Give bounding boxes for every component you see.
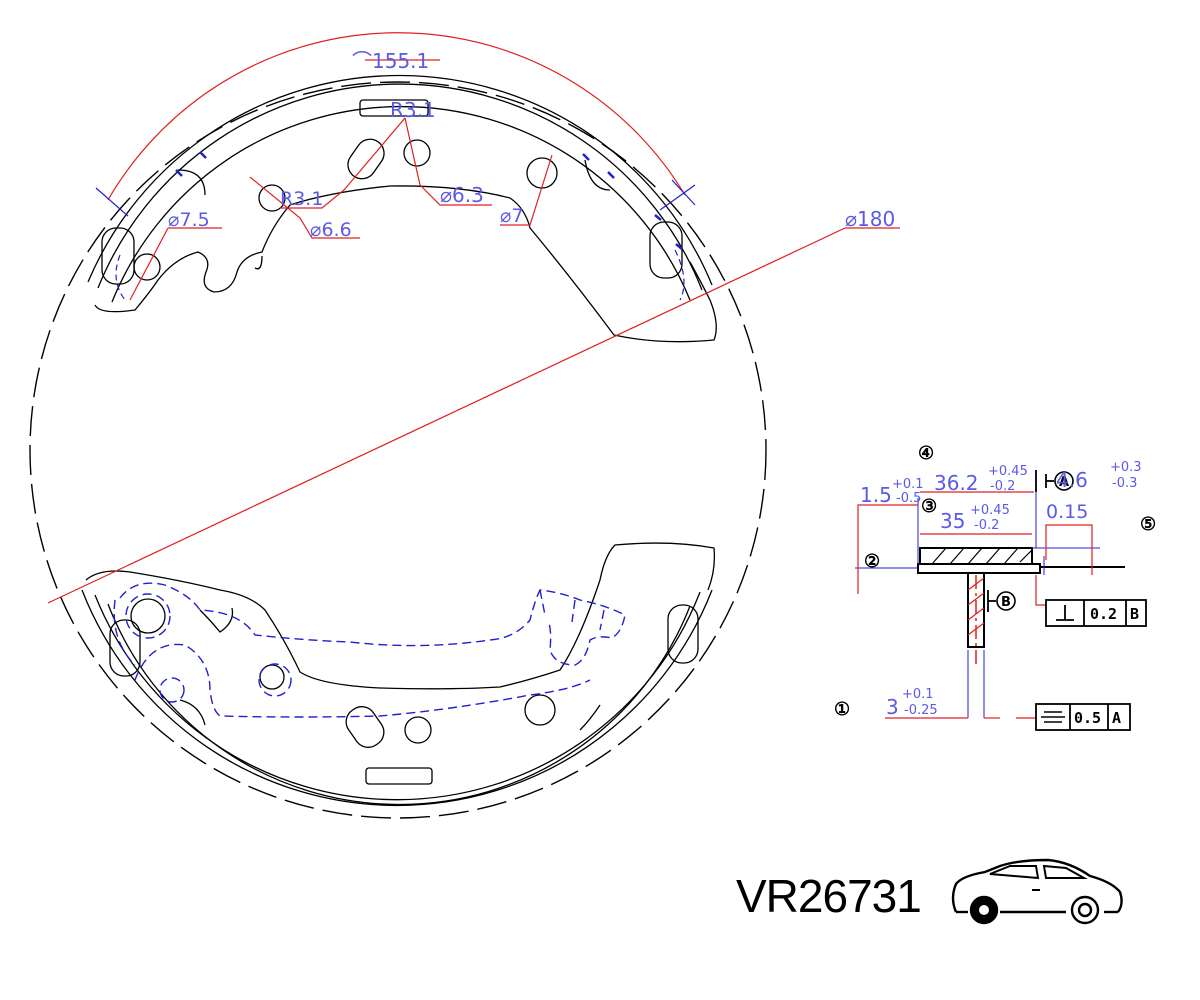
thickness-1-5-label: 1.5 bbox=[860, 483, 892, 507]
datum-a-symbol: A bbox=[1059, 475, 1069, 490]
svg-text:0.2: 0.2 bbox=[1090, 605, 1117, 623]
fcf-symmetry: 0.5 A bbox=[1035, 703, 1131, 731]
width-36-2-label: 36.2 bbox=[934, 471, 979, 495]
drum-circle bbox=[29, 81, 767, 819]
svg-text:+0.45: +0.45 bbox=[988, 464, 1028, 479]
hole-6-6-label: ⌀6.6 bbox=[310, 219, 352, 241]
svg-text:-0.25: -0.25 bbox=[904, 703, 938, 718]
callout-2: ② bbox=[864, 551, 880, 572]
datum-b-symbol: B bbox=[1001, 595, 1011, 610]
dimension-lines bbox=[47, 32, 900, 604]
svg-text:-0.3: -0.3 bbox=[1112, 476, 1137, 491]
hole-7-5-label: ⌀7.5 bbox=[168, 209, 210, 231]
arc-length-label: ⌒155.1 bbox=[352, 49, 429, 73]
dimension-extension-blue bbox=[95, 179, 696, 217]
fcf-perpendicularity: 0.2 B bbox=[1045, 599, 1147, 627]
web-thickness-3-label: 3 bbox=[886, 695, 899, 719]
thickness-4-6-label: 4.6 bbox=[1056, 468, 1088, 492]
car-icon bbox=[951, 858, 1123, 925]
callout-3: ③ bbox=[921, 496, 937, 517]
radius-top-label: R3.1 bbox=[390, 98, 436, 122]
symmetry-icon bbox=[1041, 711, 1065, 723]
top-hidden-lines bbox=[115, 249, 685, 301]
bottom-brake-shoe bbox=[81, 542, 716, 807]
svg-text:+0.1: +0.1 bbox=[902, 687, 934, 702]
svg-text:+0.1: +0.1 bbox=[892, 477, 924, 492]
svg-text:-0.2: -0.2 bbox=[990, 479, 1015, 494]
svg-text:+0.3: +0.3 bbox=[1110, 460, 1142, 475]
bottom-hidden-lines bbox=[113, 582, 626, 718]
hole-6-3-label: ⌀6.3 bbox=[440, 183, 484, 207]
svg-text:0.5: 0.5 bbox=[1074, 709, 1101, 727]
hole-7-label: ⌀7 bbox=[500, 205, 524, 227]
part-number: VR26731 bbox=[736, 870, 921, 922]
callout-4: ④ bbox=[918, 443, 934, 464]
gap-0-15-label: 0.15 bbox=[1046, 501, 1088, 523]
width-35-label: 35 bbox=[940, 509, 965, 533]
callout-5: ⑤ bbox=[1140, 514, 1156, 535]
top-brake-shoe bbox=[87, 74, 717, 343]
radius-left-label: R3.1 bbox=[280, 188, 323, 210]
svg-text:-0.2: -0.2 bbox=[974, 518, 999, 533]
section-view: A B 0.2 B 0.5 A 36.2 +0.4 bbox=[834, 443, 1156, 731]
diameter-180-label: ⌀180 bbox=[845, 207, 895, 231]
svg-text:A: A bbox=[1112, 709, 1121, 727]
svg-text:-0.5: -0.5 bbox=[896, 491, 921, 506]
svg-text:B: B bbox=[1130, 605, 1139, 623]
svg-text:+0.45: +0.45 bbox=[970, 503, 1010, 518]
callout-1: ① bbox=[834, 699, 850, 720]
